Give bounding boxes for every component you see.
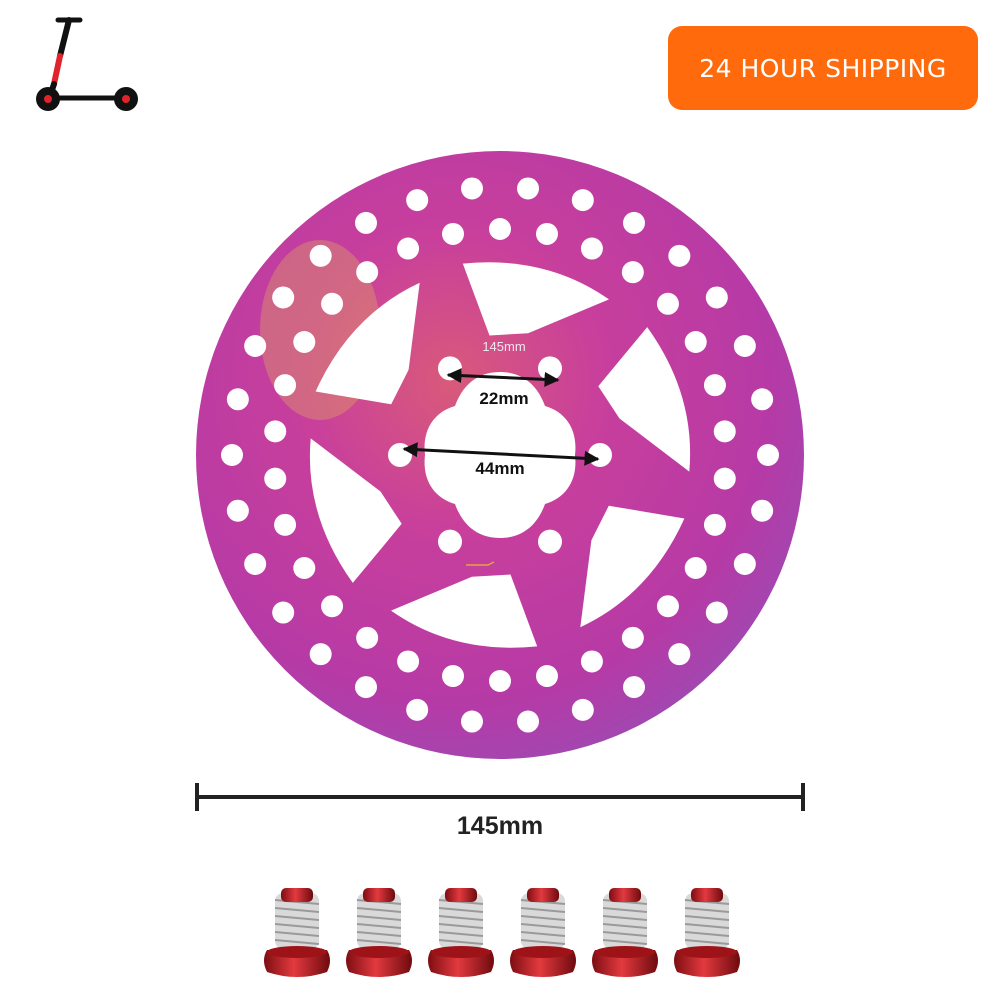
vent-hole <box>321 292 344 315</box>
vent-hole <box>703 513 726 536</box>
vent-hole <box>355 676 377 699</box>
vent-hole <box>713 467 736 490</box>
vent-hole <box>668 643 691 666</box>
vent-hole <box>442 222 465 245</box>
vent-hole <box>751 388 774 411</box>
vent-hole <box>460 177 483 200</box>
rotor-cutout <box>391 574 538 648</box>
vent-hole <box>489 218 511 240</box>
vent-hole <box>309 643 332 666</box>
vent-hole <box>293 557 316 579</box>
vent-hole <box>489 670 511 692</box>
vent-hole <box>397 237 420 260</box>
vent-hole <box>571 189 594 212</box>
vent-hole <box>656 292 679 315</box>
mount-hole <box>538 356 562 381</box>
vent-hole <box>757 444 779 466</box>
vent-hole <box>356 626 379 649</box>
vent-hole <box>684 331 707 353</box>
rotor-cutout <box>462 262 609 336</box>
vent-hole <box>517 710 540 733</box>
vent-hole <box>703 374 726 397</box>
red-bolt-icon <box>510 888 576 977</box>
vent-hole <box>460 710 483 733</box>
vent-hole <box>733 334 756 357</box>
vent-hole <box>621 626 644 649</box>
red-bolt-icon <box>264 888 330 977</box>
diameter-dimension-line <box>195 783 805 811</box>
vent-hole <box>293 331 316 353</box>
vent-hole <box>705 286 728 309</box>
rotor-cutout <box>309 438 402 583</box>
bolt-set <box>264 888 740 977</box>
red-bolt-icon <box>428 888 494 977</box>
rotor-vent-holes <box>221 177 779 733</box>
mount-hole <box>438 529 462 554</box>
vent-hole <box>623 676 645 699</box>
vent-hole <box>244 334 267 357</box>
rotor-cutout <box>315 282 420 405</box>
mount-hole <box>588 443 612 467</box>
bolt-circle-label: 44mm <box>475 459 524 478</box>
vent-hole <box>442 665 465 688</box>
vent-hole <box>580 650 603 673</box>
vent-hole <box>668 244 691 267</box>
mount-hole <box>538 529 562 554</box>
shipping-badge-text: 24 HOUR SHIPPING <box>699 53 947 83</box>
vent-hole <box>356 261 379 284</box>
vent-hole <box>684 557 707 579</box>
kick-scooter-icon <box>36 17 138 111</box>
vent-hole <box>272 601 295 624</box>
vent-hole <box>705 601 728 624</box>
vent-hole <box>397 650 420 673</box>
vent-hole <box>733 553 756 576</box>
mount-hole <box>388 443 412 467</box>
inner-dimension-label: 22mm <box>479 389 528 408</box>
vent-hole <box>264 467 287 490</box>
vent-hole <box>656 595 679 618</box>
vent-hole <box>309 244 332 267</box>
vent-hole <box>321 595 344 618</box>
vent-hole <box>580 237 603 260</box>
rotor-cutout <box>580 505 685 628</box>
vent-hole <box>272 286 295 309</box>
vent-hole <box>274 374 297 397</box>
vent-hole <box>571 698 594 721</box>
vent-hole <box>355 211 377 234</box>
vent-hole <box>623 211 645 234</box>
vent-hole <box>621 261 644 284</box>
rotor-cutout <box>598 327 691 472</box>
vent-hole <box>226 499 249 522</box>
red-bolt-icon <box>674 888 740 977</box>
vent-hole <box>244 553 267 576</box>
vent-hole <box>517 177 540 200</box>
vent-hole <box>406 189 429 212</box>
rotor-cutouts <box>309 262 691 648</box>
red-bolt-icon <box>592 888 658 977</box>
vent-hole <box>226 388 249 411</box>
vent-hole <box>535 665 558 688</box>
inner-dimension-annotation: 22mm <box>446 368 560 408</box>
vent-hole <box>751 499 774 522</box>
vent-hole <box>221 444 243 466</box>
bolt-circle-annotation: 44mm <box>402 442 600 478</box>
shipping-badge: 24 HOUR SHIPPING <box>668 26 978 110</box>
red-bolt-icon <box>346 888 412 977</box>
vent-hole <box>713 420 736 443</box>
rotor-size-label: 145mm <box>482 339 525 354</box>
vent-hole <box>406 698 429 721</box>
vent-hole <box>264 420 287 443</box>
diameter-label: 145mm <box>457 812 543 840</box>
vent-hole <box>274 513 297 536</box>
vent-hole <box>535 222 558 245</box>
